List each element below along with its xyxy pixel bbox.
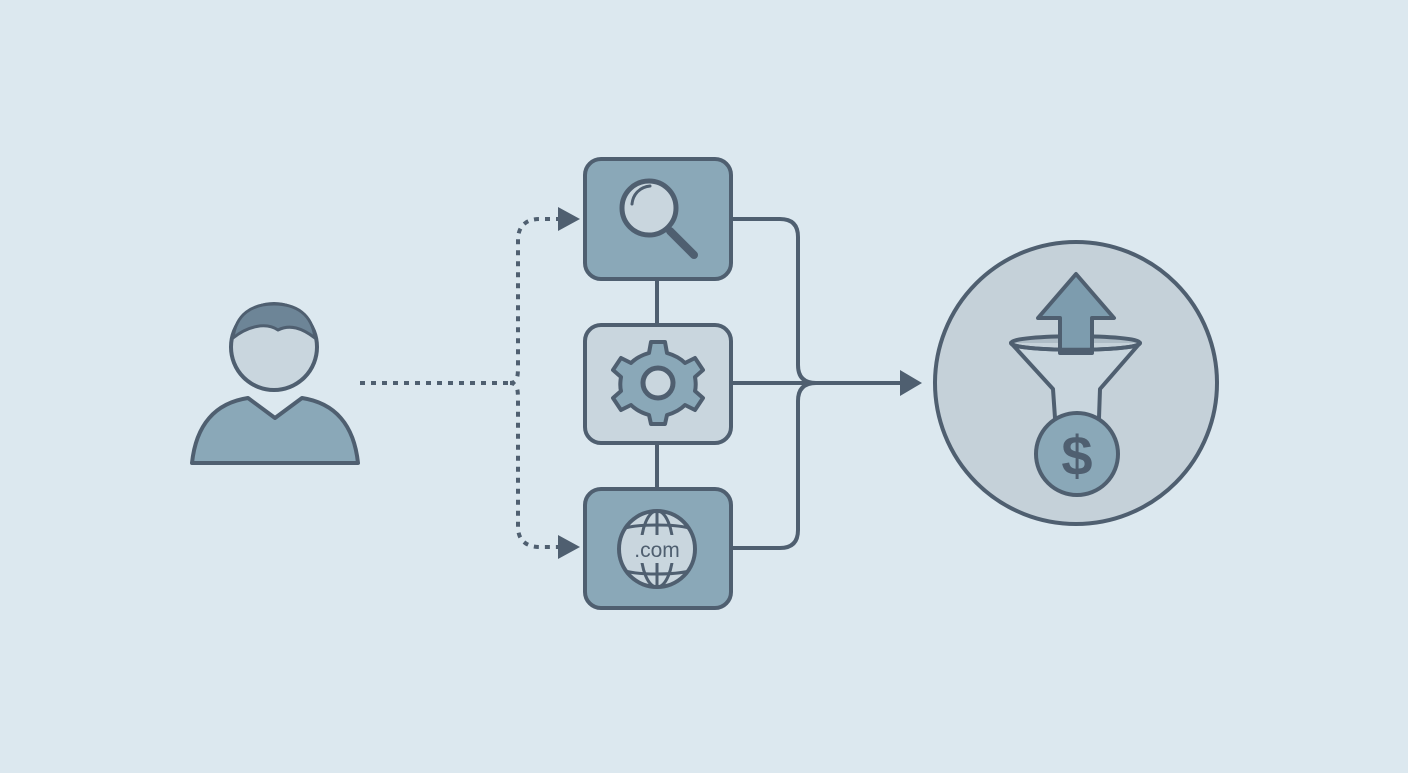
dotted-branch-up xyxy=(509,217,565,385)
arrowhead-to-search xyxy=(558,207,580,231)
funnel-dollar-icon: $ xyxy=(1009,272,1142,497)
merge-from-website xyxy=(731,381,817,550)
dollar-symbol: $ xyxy=(1061,424,1092,487)
gear-icon xyxy=(611,340,705,426)
user-hair xyxy=(231,302,317,340)
globe-icon: .com xyxy=(617,509,697,589)
settings-node xyxy=(583,323,733,445)
arrowhead-to-website xyxy=(558,535,580,559)
arrowhead-to-outcome xyxy=(900,370,922,396)
merge-from-search xyxy=(731,217,817,385)
outcome-node: $ xyxy=(933,240,1219,526)
user-icon xyxy=(190,302,360,465)
domain-label: .com xyxy=(634,539,680,562)
dollar-coin-icon: $ xyxy=(1034,411,1120,497)
user-body xyxy=(190,396,360,465)
website-node: .com xyxy=(583,487,733,610)
merge-connectors xyxy=(731,217,902,550)
magnifier-icon xyxy=(619,178,698,259)
dotted-connector xyxy=(360,217,565,549)
up-arrow-icon xyxy=(1036,272,1116,355)
search-node xyxy=(583,157,733,281)
dotted-branch-down xyxy=(509,381,565,549)
